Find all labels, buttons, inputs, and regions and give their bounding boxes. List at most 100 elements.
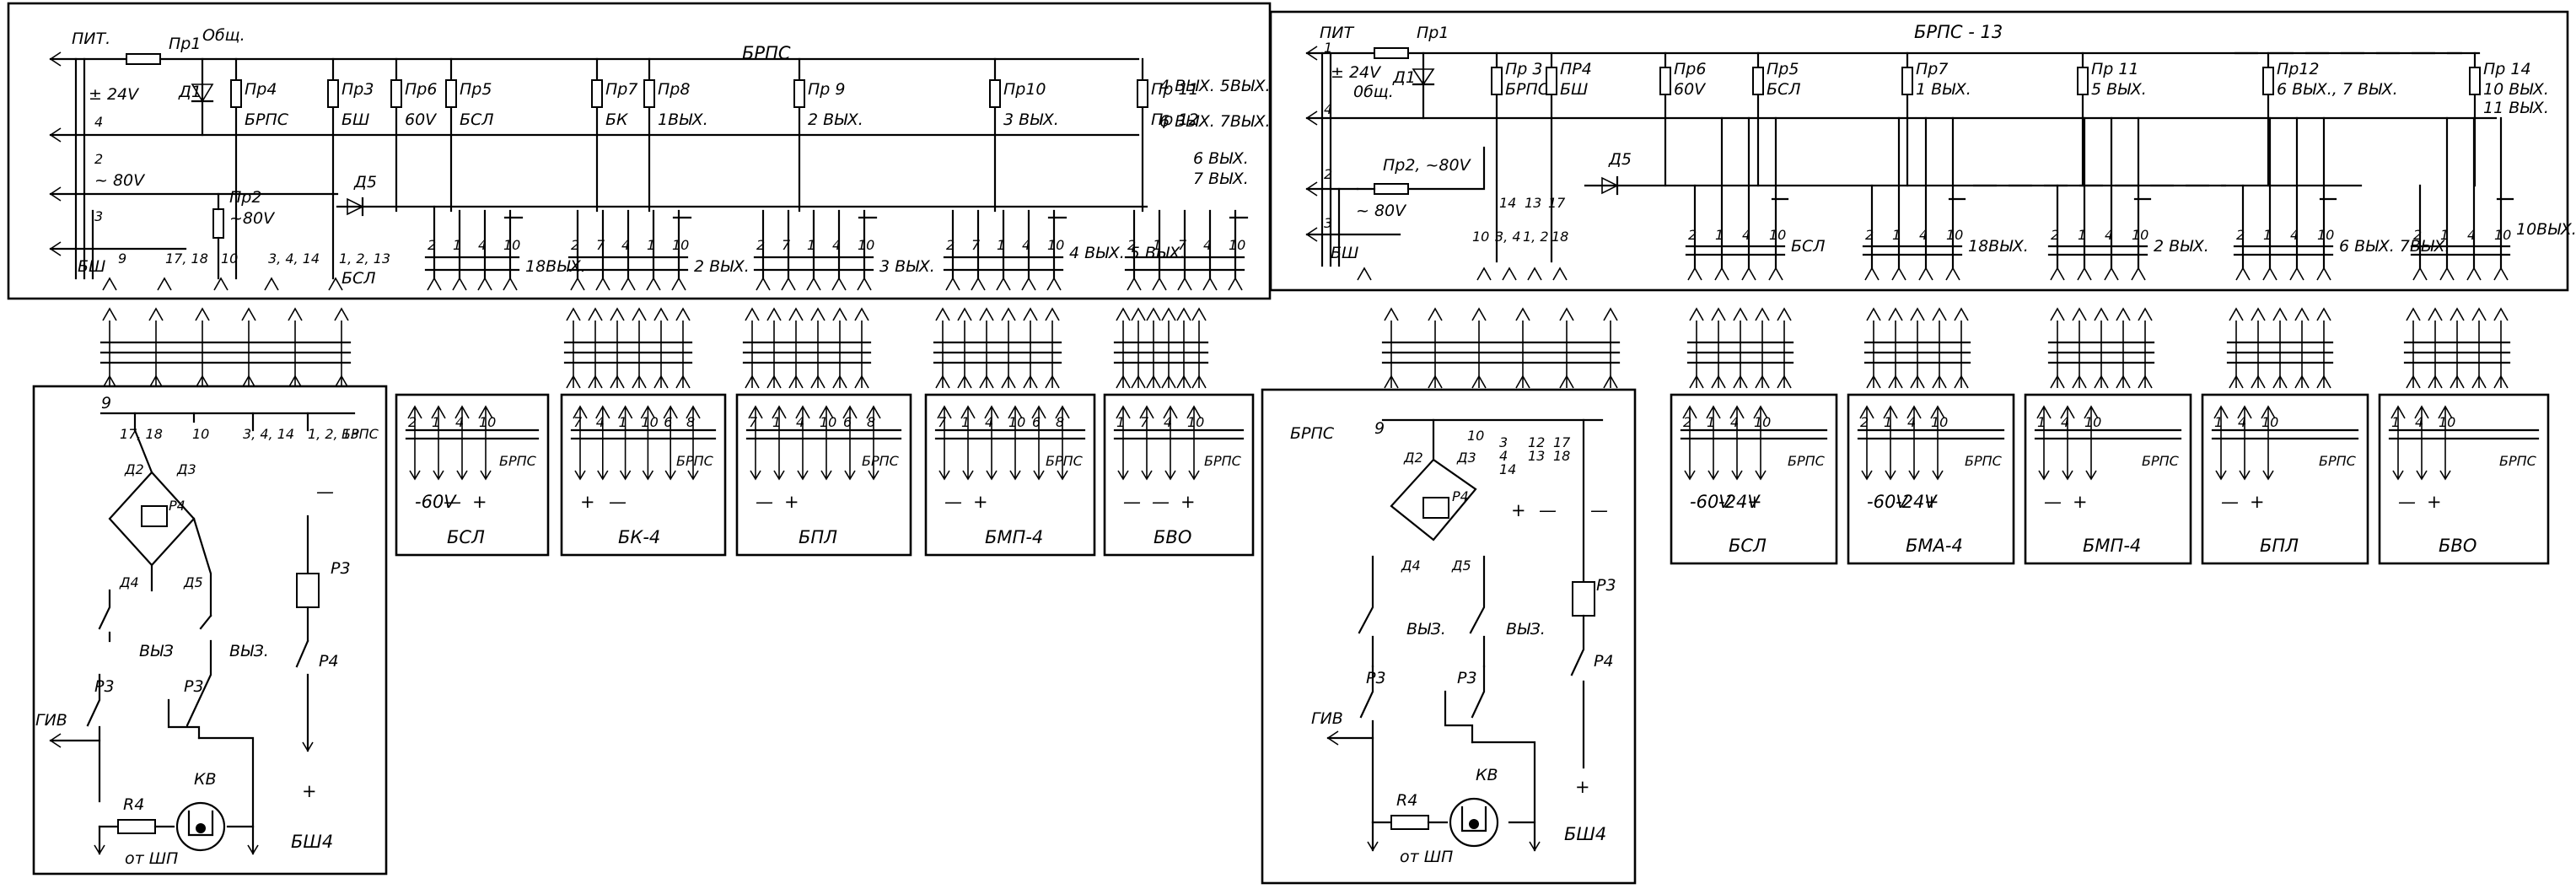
right-panel-title: БРПС - 13 <box>1914 22 2003 42</box>
right-group-0-pin-0: 2 <box>1688 227 1697 243</box>
left-bsh-fork-1-icon <box>157 277 172 291</box>
right-bsh-fork-1-icon <box>1476 267 1492 281</box>
left-block-3-pin-0-fork-icon <box>937 405 952 419</box>
left-out-label-4: 7 ВЫХ. <box>1193 170 1249 188</box>
right-group-2-pin-2-fork-icon <box>2104 267 2119 281</box>
left-group-4-pin-1-fork-icon <box>1152 277 1167 291</box>
right-bsh4-minus-a: — <box>1539 500 1557 520</box>
right-bsh4-minus-b: — <box>1590 500 1608 520</box>
right-bsh4-r4-icon <box>1390 815 1429 830</box>
right-group-3-pin-1: 1 <box>2263 227 2272 243</box>
right-cables-4-top-fork-4-icon <box>2316 307 2331 321</box>
left-bsh4-box: 9 17, 18 10 3, 4, 14 1, 2, 13 БРПС Р4 Д2… <box>32 385 388 876</box>
left-cables-1-top-fork-2-icon <box>610 307 625 321</box>
right-block-4-pin-1: 4 <box>2415 414 2423 430</box>
left-bsh4-p3-a: Р3 <box>94 677 115 696</box>
right-block-0-sign-1: -24V <box>1718 492 1761 512</box>
left-cables-4-top-fork-1-icon <box>1131 307 1146 321</box>
right-fuse-pr5-sub: БСЛ <box>1767 80 1801 99</box>
right-bsh4-name: БШ4 <box>1564 824 1606 844</box>
left-diode-d5-icon <box>347 197 364 216</box>
right-group-1-pin-1: 1 <box>1892 227 1901 243</box>
right-cables-2-top-fork-2-icon <box>1910 307 1925 321</box>
right-fuse-pr11-sub: 5 ВЫХ. <box>2091 80 2147 99</box>
right-block-0-name: БСЛ <box>1729 536 1767 556</box>
right-block-4-extra: БРПС <box>2499 453 2537 469</box>
right-bsh4-d3: Д3 <box>1456 450 1476 466</box>
right-bsh-pin-13: 13 <box>1525 195 1541 211</box>
right-pit-label: ПИТ <box>1320 24 1355 42</box>
left-block-2-pin-3-fork-icon <box>819 405 834 419</box>
right-fuse-pr6-sub: 60V <box>1674 80 1707 99</box>
right-block-4-pin-1-fork-icon <box>2414 405 2429 419</box>
right-cables-2-top-fork-3-icon <box>1932 307 1947 321</box>
right-cables-2-top-fork-4-icon <box>1954 307 1969 321</box>
right-block-1-pin-3-fork-icon <box>1930 405 1945 419</box>
right-group-4-pin-3-fork-icon <box>2493 267 2509 281</box>
left-block-2-pin-0: 7 <box>749 414 758 430</box>
left-cables-2-top-fork-0-icon <box>745 307 760 321</box>
right-bsh4-pin-12: 12 <box>1528 434 1545 450</box>
right-fuse-pr3-sub: БРПС <box>1505 80 1550 99</box>
left-panel-title: БРПС <box>742 43 791 63</box>
right-block-1-extra: БРПС <box>1965 453 2003 469</box>
left-block-4-pin-2-fork-icon <box>1163 405 1178 419</box>
left-bsh-fork-3-icon <box>264 277 279 291</box>
right-block-3-pin-1-fork-icon <box>2237 405 2252 419</box>
right-fuse-pr2 <box>1374 183 1409 195</box>
right-cables-0-top-fork-3-icon <box>1515 307 1530 321</box>
left-group-0-pin-2: 4 <box>478 237 487 253</box>
right-block-0-frame <box>1670 393 1838 565</box>
right-n2-label: 2 <box>1324 166 1332 182</box>
left-block-1-extra: БРПС <box>676 453 714 469</box>
right-bsh4-kv-icon <box>1449 797 1499 848</box>
left-fuse-pr1 <box>126 53 161 65</box>
left-group-0-sub: 18ВЫХ. <box>525 257 586 276</box>
left-group-1-pin-2-fork-icon <box>621 277 636 291</box>
left-group-4-pin-4: 10 <box>1229 237 1245 253</box>
left-group-1-pin-3: 1 <box>647 237 655 253</box>
left-cables-2-top-fork-1-icon <box>766 307 782 321</box>
left-bsh4-kv: КВ <box>194 770 217 789</box>
right-block-0-pin-1-fork-icon <box>1706 405 1721 419</box>
right-cables-0-top-fork-5-icon <box>1603 307 1618 321</box>
left-fuse-pr10-label: Пр10 <box>1003 80 1046 99</box>
left-cables-2-top-fork-5-icon <box>854 307 869 321</box>
right-fuse-pr12 <box>2262 67 2274 95</box>
left-group-0-pin-0: 2 <box>428 237 436 253</box>
right-group-4-pin-0: 2 <box>2413 227 2422 243</box>
left-cables-3-top-fork-4-icon <box>1023 307 1038 321</box>
left-block-4-pin-3-fork-icon <box>1186 405 1202 419</box>
left-bsh4-vyz2: ВЫЗ. <box>229 642 269 660</box>
left-block-2-sign-1: + <box>784 492 799 512</box>
right-bsh-pin-1-2: 1, 2 <box>1523 229 1549 245</box>
left-block-3-extra: БРПС <box>1046 453 1084 469</box>
left-cables-1-top-fork-1-icon <box>588 307 603 321</box>
right-obsh-label: 0бщ. <box>1353 83 1394 101</box>
left-bsh4-plus: + <box>302 781 317 801</box>
left-group-3-pin-0: 2 <box>946 237 955 253</box>
right-bsh-pin-17: 17 <box>1548 195 1566 211</box>
left-block-0-sign-0: -60V <box>415 492 457 512</box>
right-fuse-pr14-sub: 10 ВЫХ. <box>2483 80 2549 99</box>
right-fuse-pr1-label: Пр1 <box>1417 24 1449 42</box>
right-block-1-sign-0: -60V <box>1867 492 1909 512</box>
right-group-3-pin-0: 2 <box>2236 227 2245 243</box>
left-block-1-pin-4-fork-icon <box>663 405 678 419</box>
right-cables-1-top-fork-1-icon <box>1711 307 1726 321</box>
left-panel: БРПС ПИТ. ± 24V ~ 80V 4 2 3 БШ Пр1 Общ. … <box>7 2 1272 300</box>
left-group-3-pin-3-fork-icon <box>1021 277 1036 291</box>
left-block-0-pin-3-fork-icon <box>478 405 493 419</box>
left-bsh4-p3-relay: Р3 <box>331 559 351 578</box>
left-input-wires <box>49 51 1140 280</box>
right-bsh-fork-4-icon <box>1552 267 1568 281</box>
left-bsh4-d3: Д3 <box>176 461 196 477</box>
left-block-1-pin-5-fork-icon <box>686 405 701 419</box>
right-block-0-sign-0: -60V <box>1690 492 1732 512</box>
left-block-3-pin-3: 10 <box>1008 414 1025 430</box>
left-group-2-pin-2-fork-icon <box>806 277 821 291</box>
